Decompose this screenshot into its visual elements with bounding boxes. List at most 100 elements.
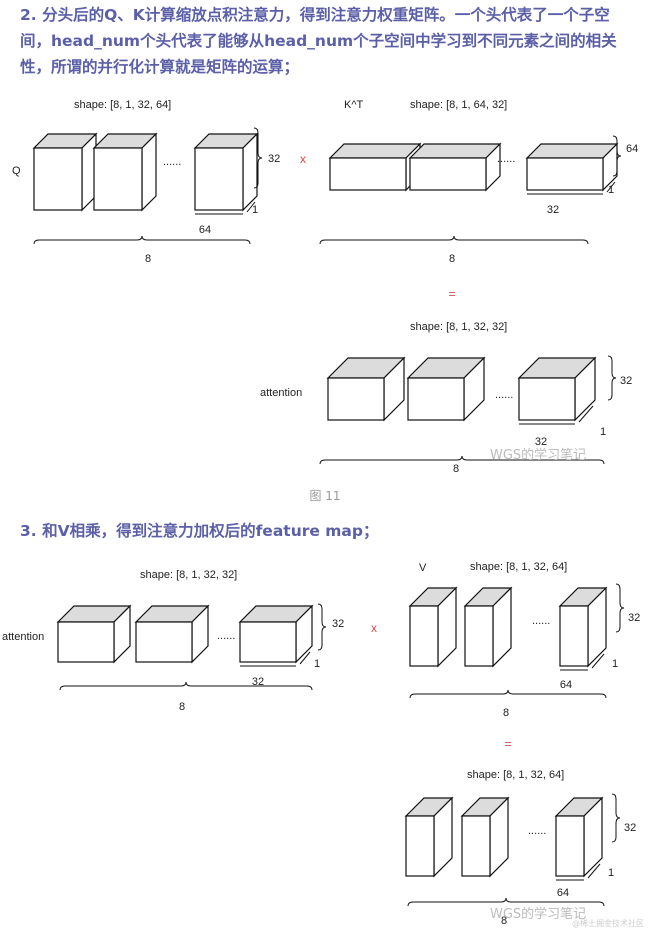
shape-label: shape: [8, 1, 32, 64] xyxy=(470,561,567,573)
horizontal-brace xyxy=(409,689,607,699)
vertical-brace xyxy=(253,127,263,189)
count-label: 8 xyxy=(179,701,185,713)
cube xyxy=(56,604,132,664)
cube xyxy=(525,142,619,192)
cube-front xyxy=(135,621,193,663)
cube xyxy=(408,586,458,668)
cube-side xyxy=(141,132,157,212)
horizontal-brace xyxy=(319,455,605,465)
watermark-1: WGS的学习笔记 xyxy=(490,448,587,463)
watermark-small: @稀土掘金技术社区 xyxy=(572,919,644,928)
cube-front xyxy=(405,815,435,877)
dim-label-depth: 1 xyxy=(600,426,606,438)
cube-front xyxy=(329,157,407,191)
dim-label-height: 64 xyxy=(626,143,638,155)
horizontal-brace xyxy=(33,235,251,245)
count-label: 8 xyxy=(503,707,509,719)
cube xyxy=(32,132,98,212)
cube xyxy=(406,356,486,422)
shape-label: shape: [8, 1, 64, 32] xyxy=(410,99,507,111)
cube-front xyxy=(409,157,487,191)
dim-label-depth: 1 xyxy=(314,658,320,670)
tensor-name-label: Q xyxy=(12,165,21,177)
depth-bracket xyxy=(606,181,616,193)
cube-front xyxy=(407,377,465,421)
ellipsis-label: ...... xyxy=(532,615,550,627)
tensor-name-label: attention xyxy=(2,631,44,643)
section-heading-2: 2. 分头后的Q、K计算缩放点积注意力，得到注意力权重矩阵。一个头代表了一个子空… xyxy=(20,6,617,76)
cube xyxy=(326,356,406,422)
horizontal-brace xyxy=(59,681,313,691)
figure-caption: 图 11 xyxy=(309,489,341,503)
cube-front xyxy=(518,377,576,421)
count-label: 8 xyxy=(449,253,455,265)
cube xyxy=(193,132,259,212)
cube-top xyxy=(408,143,502,159)
cube-front xyxy=(559,605,589,667)
ellipsis-label: ...... xyxy=(163,156,181,168)
vertical-brace xyxy=(615,583,625,633)
cube-front xyxy=(327,377,385,421)
horizontal-brace xyxy=(319,235,589,245)
dim-label-depth: 1 xyxy=(608,184,614,196)
dim-label-height: 32 xyxy=(268,153,280,165)
ellipsis-label: ...... xyxy=(497,153,515,165)
cube-front xyxy=(33,147,83,211)
vertical-brace xyxy=(612,135,622,177)
cube xyxy=(404,796,454,878)
vertical-brace xyxy=(611,793,621,843)
cube-front xyxy=(93,147,143,211)
multiply-operator-1: x xyxy=(300,152,306,166)
cube xyxy=(328,142,422,192)
cube-top xyxy=(525,143,619,159)
ellipsis-label: ...... xyxy=(495,389,513,401)
shape-label: shape: [8, 1, 32, 64] xyxy=(467,769,564,781)
cube-front xyxy=(194,147,244,211)
cube xyxy=(92,132,158,212)
depth-bracket xyxy=(587,863,601,879)
depth-bracket xyxy=(299,651,311,665)
cube xyxy=(408,142,502,192)
cube-front xyxy=(57,621,115,663)
tensor-name-label: K^T xyxy=(344,99,363,111)
vertical-brace xyxy=(607,355,617,401)
cube-front xyxy=(555,815,585,877)
depth-bracket xyxy=(578,405,594,423)
equals-operator-2: = xyxy=(504,737,511,751)
cube-front xyxy=(409,605,439,667)
depth-bracket xyxy=(591,653,605,669)
cube-front xyxy=(461,815,491,877)
dim-label-width: 64 xyxy=(557,887,569,899)
vertical-brace xyxy=(317,603,327,651)
dim-label-depth: 1 xyxy=(252,204,258,216)
dim-label-height: 32 xyxy=(620,375,632,387)
ellipsis-label: ...... xyxy=(528,825,546,837)
watermark-2: WGS的学习笔记 xyxy=(490,907,587,922)
dim-label-width: 64 xyxy=(560,679,572,691)
cube xyxy=(134,604,210,664)
dim-label-height: 32 xyxy=(628,612,640,624)
tensor-name-label: attention xyxy=(260,387,302,399)
count-label: 8 xyxy=(501,915,507,927)
depth-bracket xyxy=(246,201,256,213)
horizontal-brace xyxy=(407,897,605,907)
cube xyxy=(554,796,604,878)
dim-label-width: 64 xyxy=(199,224,211,236)
cube xyxy=(517,356,597,422)
cube-front xyxy=(526,157,604,191)
dim-label-height: 32 xyxy=(624,822,636,834)
tensor-name-label: V xyxy=(419,562,427,574)
dim-label-height: 32 xyxy=(332,618,344,630)
section-heading-3: 3. 和V相乘，得到注意力加权后的feature map； xyxy=(20,522,379,540)
cube xyxy=(460,796,510,878)
cube-side xyxy=(242,132,258,212)
cube-front xyxy=(464,605,494,667)
equals-operator-1: = xyxy=(448,287,455,301)
shape-label: shape: [8, 1, 32, 32] xyxy=(410,321,507,333)
cube xyxy=(558,586,608,668)
dim-label-depth: 1 xyxy=(608,867,614,879)
count-label: 8 xyxy=(145,253,151,265)
ellipsis-label: ...... xyxy=(217,630,235,642)
dim-label-width: 32 xyxy=(535,436,547,448)
